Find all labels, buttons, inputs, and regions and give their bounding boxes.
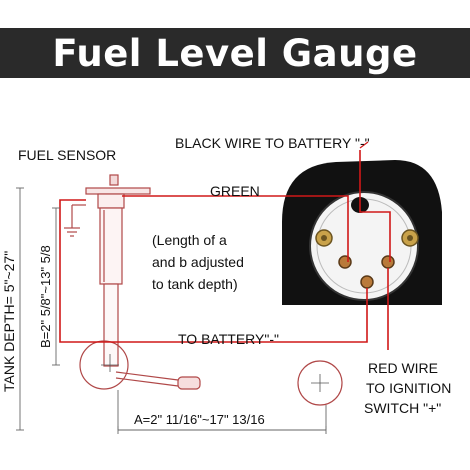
terminal-center-icon [381,255,395,269]
label-to-battery: TO BATTERY"-" [178,331,279,347]
page-title: Fuel Level Gauge [52,31,418,75]
label-dim-b: B=2" 5/8"~13" 5/8 [38,245,53,348]
terminal-bottom-icon [360,275,374,289]
center-marks [101,354,329,392]
label-tank-depth: TANK DEPTH= 5"~27" [1,251,17,392]
label-red-wire-3: SWITCH "+" [364,400,441,416]
label-fuel-sensor: FUEL SENSOR [18,147,116,163]
note-line-3: to tank depth) [152,276,238,292]
ground-symbol [64,204,86,237]
label-black-wire: BLACK WIRE TO BATTERY "-" [175,135,370,151]
label-red-wire-2: TO IGNITION [366,380,451,396]
label-red-wire-1: RED WIRE [368,360,438,376]
label-dim-a: A=2" 11/16"~17" 13/16 [134,412,265,427]
note-line-2: and b adjusted [152,254,244,270]
note-line-1: (Length of a [152,232,227,248]
dimension-lines [16,187,327,434]
title-banner: Fuel Level Gauge [0,28,470,78]
label-green: GREEN [210,183,260,199]
wires [59,150,391,350]
fuel-sensor-sketch [79,174,343,406]
fuel-gauge [282,160,442,305]
terminal-green-icon [338,255,352,269]
